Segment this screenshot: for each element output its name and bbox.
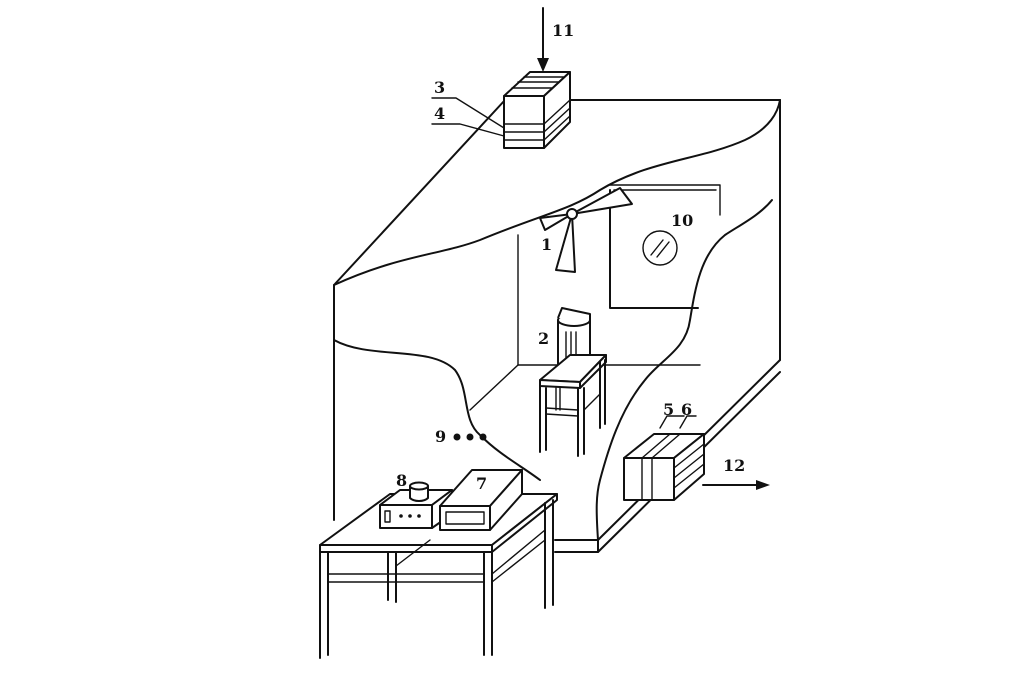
label-7: 7: [476, 474, 487, 493]
label-10: 10: [671, 211, 693, 230]
inlet-filter: [503, 71, 571, 149]
leader-lines: [431, 97, 505, 137]
label-12: 12: [723, 456, 745, 475]
sensor-dots: [453, 433, 487, 441]
air-inlet-arrow: [537, 7, 549, 72]
label-6: 6: [681, 400, 692, 419]
label-5: 5: [663, 400, 674, 419]
outlet-filter: [623, 415, 705, 501]
instrument-7: [439, 469, 523, 531]
label-1: 1: [541, 235, 552, 254]
inner-wall: [469, 234, 701, 411]
label-8: 8: [396, 471, 407, 490]
label-2: 2: [538, 329, 549, 348]
chamber-box: [333, 99, 781, 553]
label-11: 11: [552, 21, 574, 40]
stool: [539, 354, 607, 457]
label-4: 4: [434, 104, 445, 123]
label-3: 3: [434, 78, 445, 97]
air-outlet-arrow: [702, 480, 770, 490]
label-9: 9: [435, 427, 446, 446]
window: [609, 184, 721, 309]
labels: 11 3 4 1 10 2 9 5 6 12 8 7: [396, 21, 745, 493]
fan: [539, 187, 633, 273]
